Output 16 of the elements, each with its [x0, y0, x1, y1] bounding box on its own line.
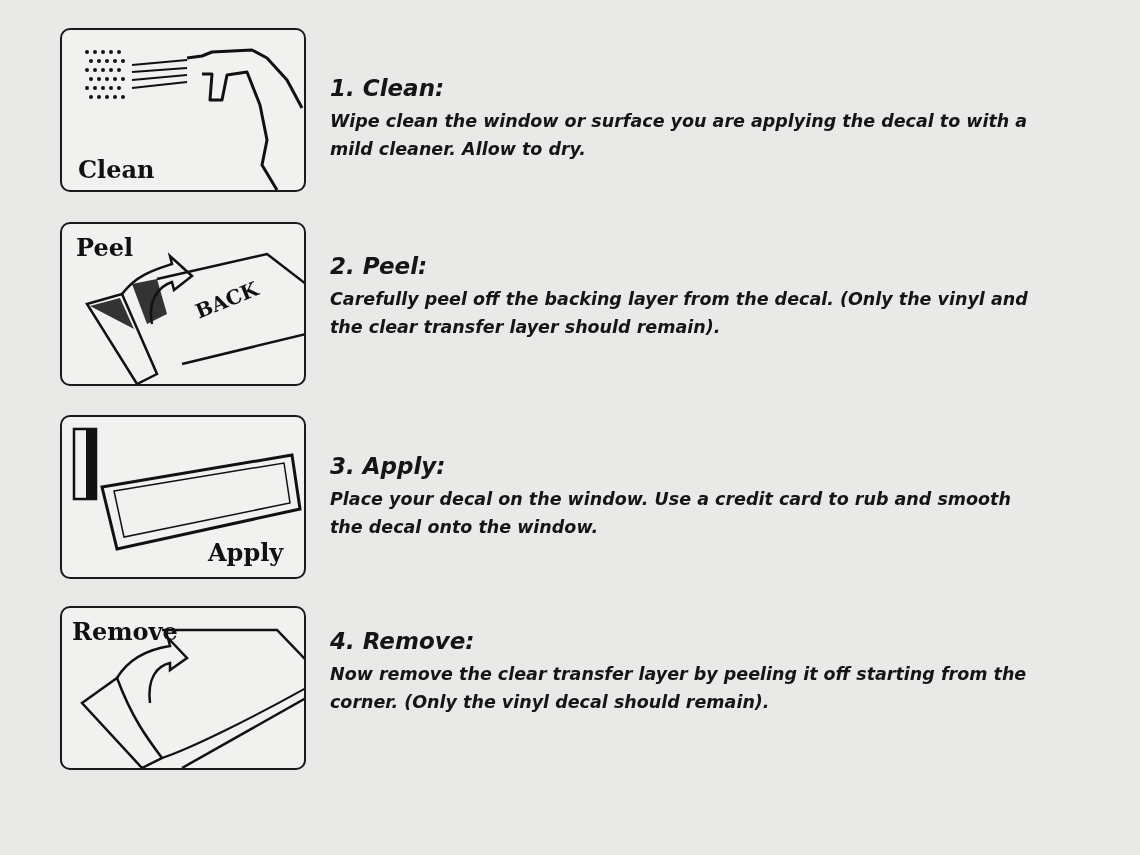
step-description: Wipe clean the window or surface you are applying the decal to with a mild cleaner. Allow to dry. — [330, 110, 1029, 161]
step-label: Apply — [208, 541, 284, 565]
step-panel — [60, 222, 306, 386]
step-label: Clean — [78, 158, 155, 182]
step-heading: 3. Apply: — [330, 453, 446, 479]
step-description: Place your decal on the window. Use a credit card to rub and smooth the decal onto the window. — [330, 488, 1012, 539]
step-heading: 4. Remove: — [330, 628, 475, 654]
step-description: Now remove the clear transfer layer by peeling it off starting from the corner. (Only the vinyl decal should remain). — [330, 663, 1028, 714]
step-description: Carefully peel off the backing layer from the decal. (Only the vinyl and the clear transfer layer should remain). — [330, 288, 1029, 339]
step-label: Peel — [76, 236, 134, 260]
step-panel — [60, 606, 306, 770]
step-heading: 2. Peel: — [330, 253, 428, 279]
step-panel — [60, 415, 306, 579]
step-heading: 1. Clean: — [330, 75, 445, 101]
step-panel — [60, 28, 306, 192]
step-label: Remove — [72, 620, 178, 644]
